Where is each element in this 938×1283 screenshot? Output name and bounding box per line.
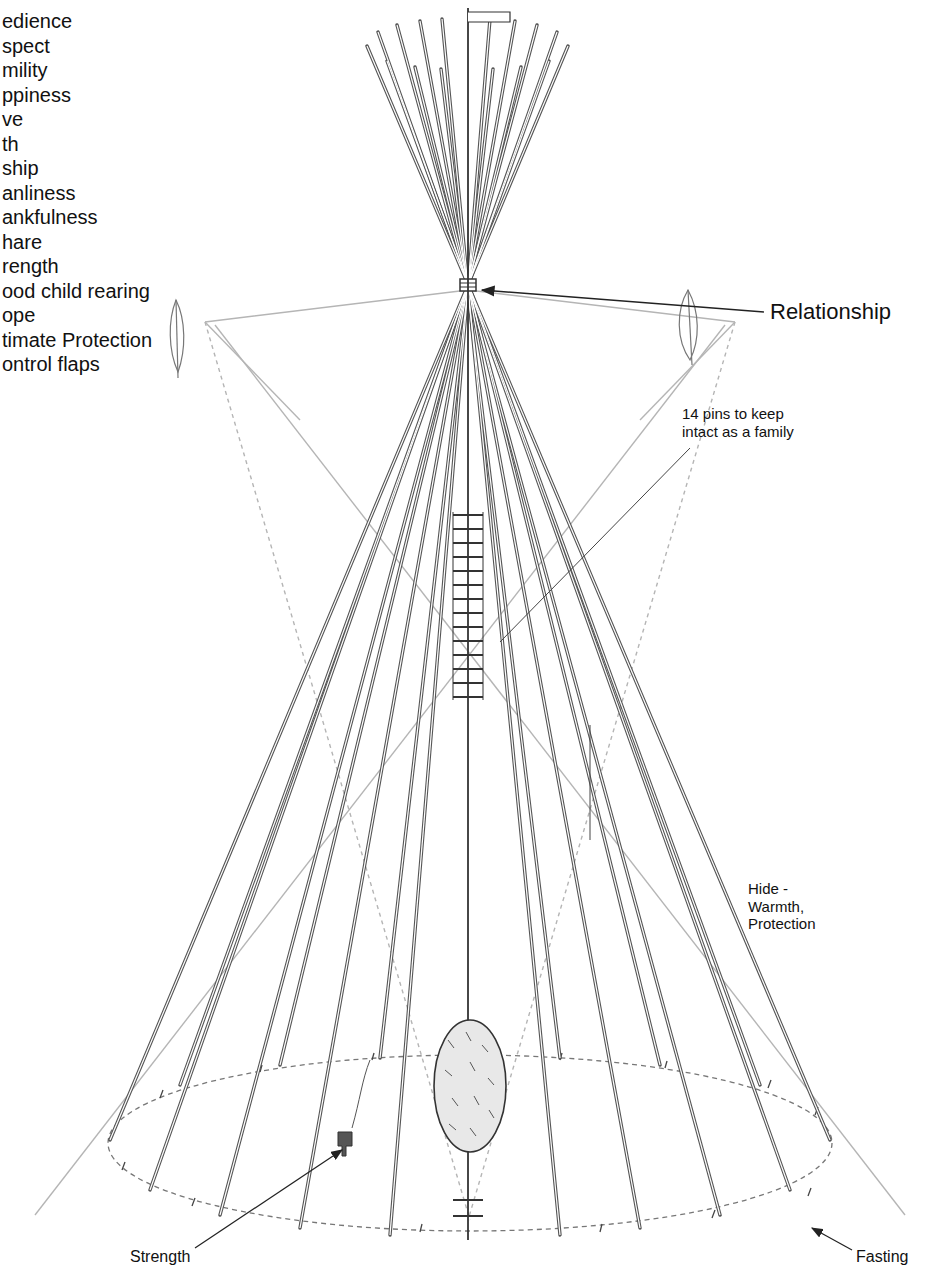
value-list-item: rength xyxy=(2,255,59,279)
value-list-item: ship xyxy=(2,157,39,181)
rope-line xyxy=(352,1060,370,1128)
value-list-item: ood child rearing xyxy=(2,280,150,304)
tipi-poles-inner xyxy=(110,19,830,1235)
leader-line xyxy=(195,1150,342,1248)
value-list-item: ope xyxy=(2,304,35,328)
value-list-item: ppiness xyxy=(2,84,71,108)
callout-label: 14 pins to keep intact as a family xyxy=(682,405,820,440)
value-list-item: th xyxy=(2,133,19,157)
hide-texture xyxy=(445,1032,494,1136)
value-list-item: edience xyxy=(2,10,72,34)
stake-symbol xyxy=(338,1132,352,1156)
callout-label: Fasting xyxy=(856,1248,908,1267)
pins-bracket xyxy=(590,725,591,840)
value-list-item: mility xyxy=(2,59,48,83)
value-list-item: ve xyxy=(2,108,23,132)
value-list-item: hare xyxy=(2,231,42,255)
tipi-poles xyxy=(110,19,830,1235)
leader-line xyxy=(812,1228,852,1250)
value-list-item: anliness xyxy=(2,182,75,206)
pole-flag xyxy=(468,12,510,22)
hide-door xyxy=(434,1020,506,1152)
callout-label: Strength xyxy=(130,1248,190,1267)
value-list-item: spect xyxy=(2,35,50,59)
callout-label: Relationship xyxy=(770,299,891,325)
value-list-item: timate Protection xyxy=(2,329,152,353)
callout-label: Hide - Warmth, Protection xyxy=(748,880,843,933)
leader-line xyxy=(482,290,764,312)
value-list-item: ankfulness xyxy=(2,206,98,230)
lacing-edges xyxy=(453,512,483,700)
leader-line xyxy=(500,448,690,642)
value-list-item: ontrol flaps xyxy=(2,353,100,377)
smoke-flap-poles xyxy=(35,290,905,1220)
